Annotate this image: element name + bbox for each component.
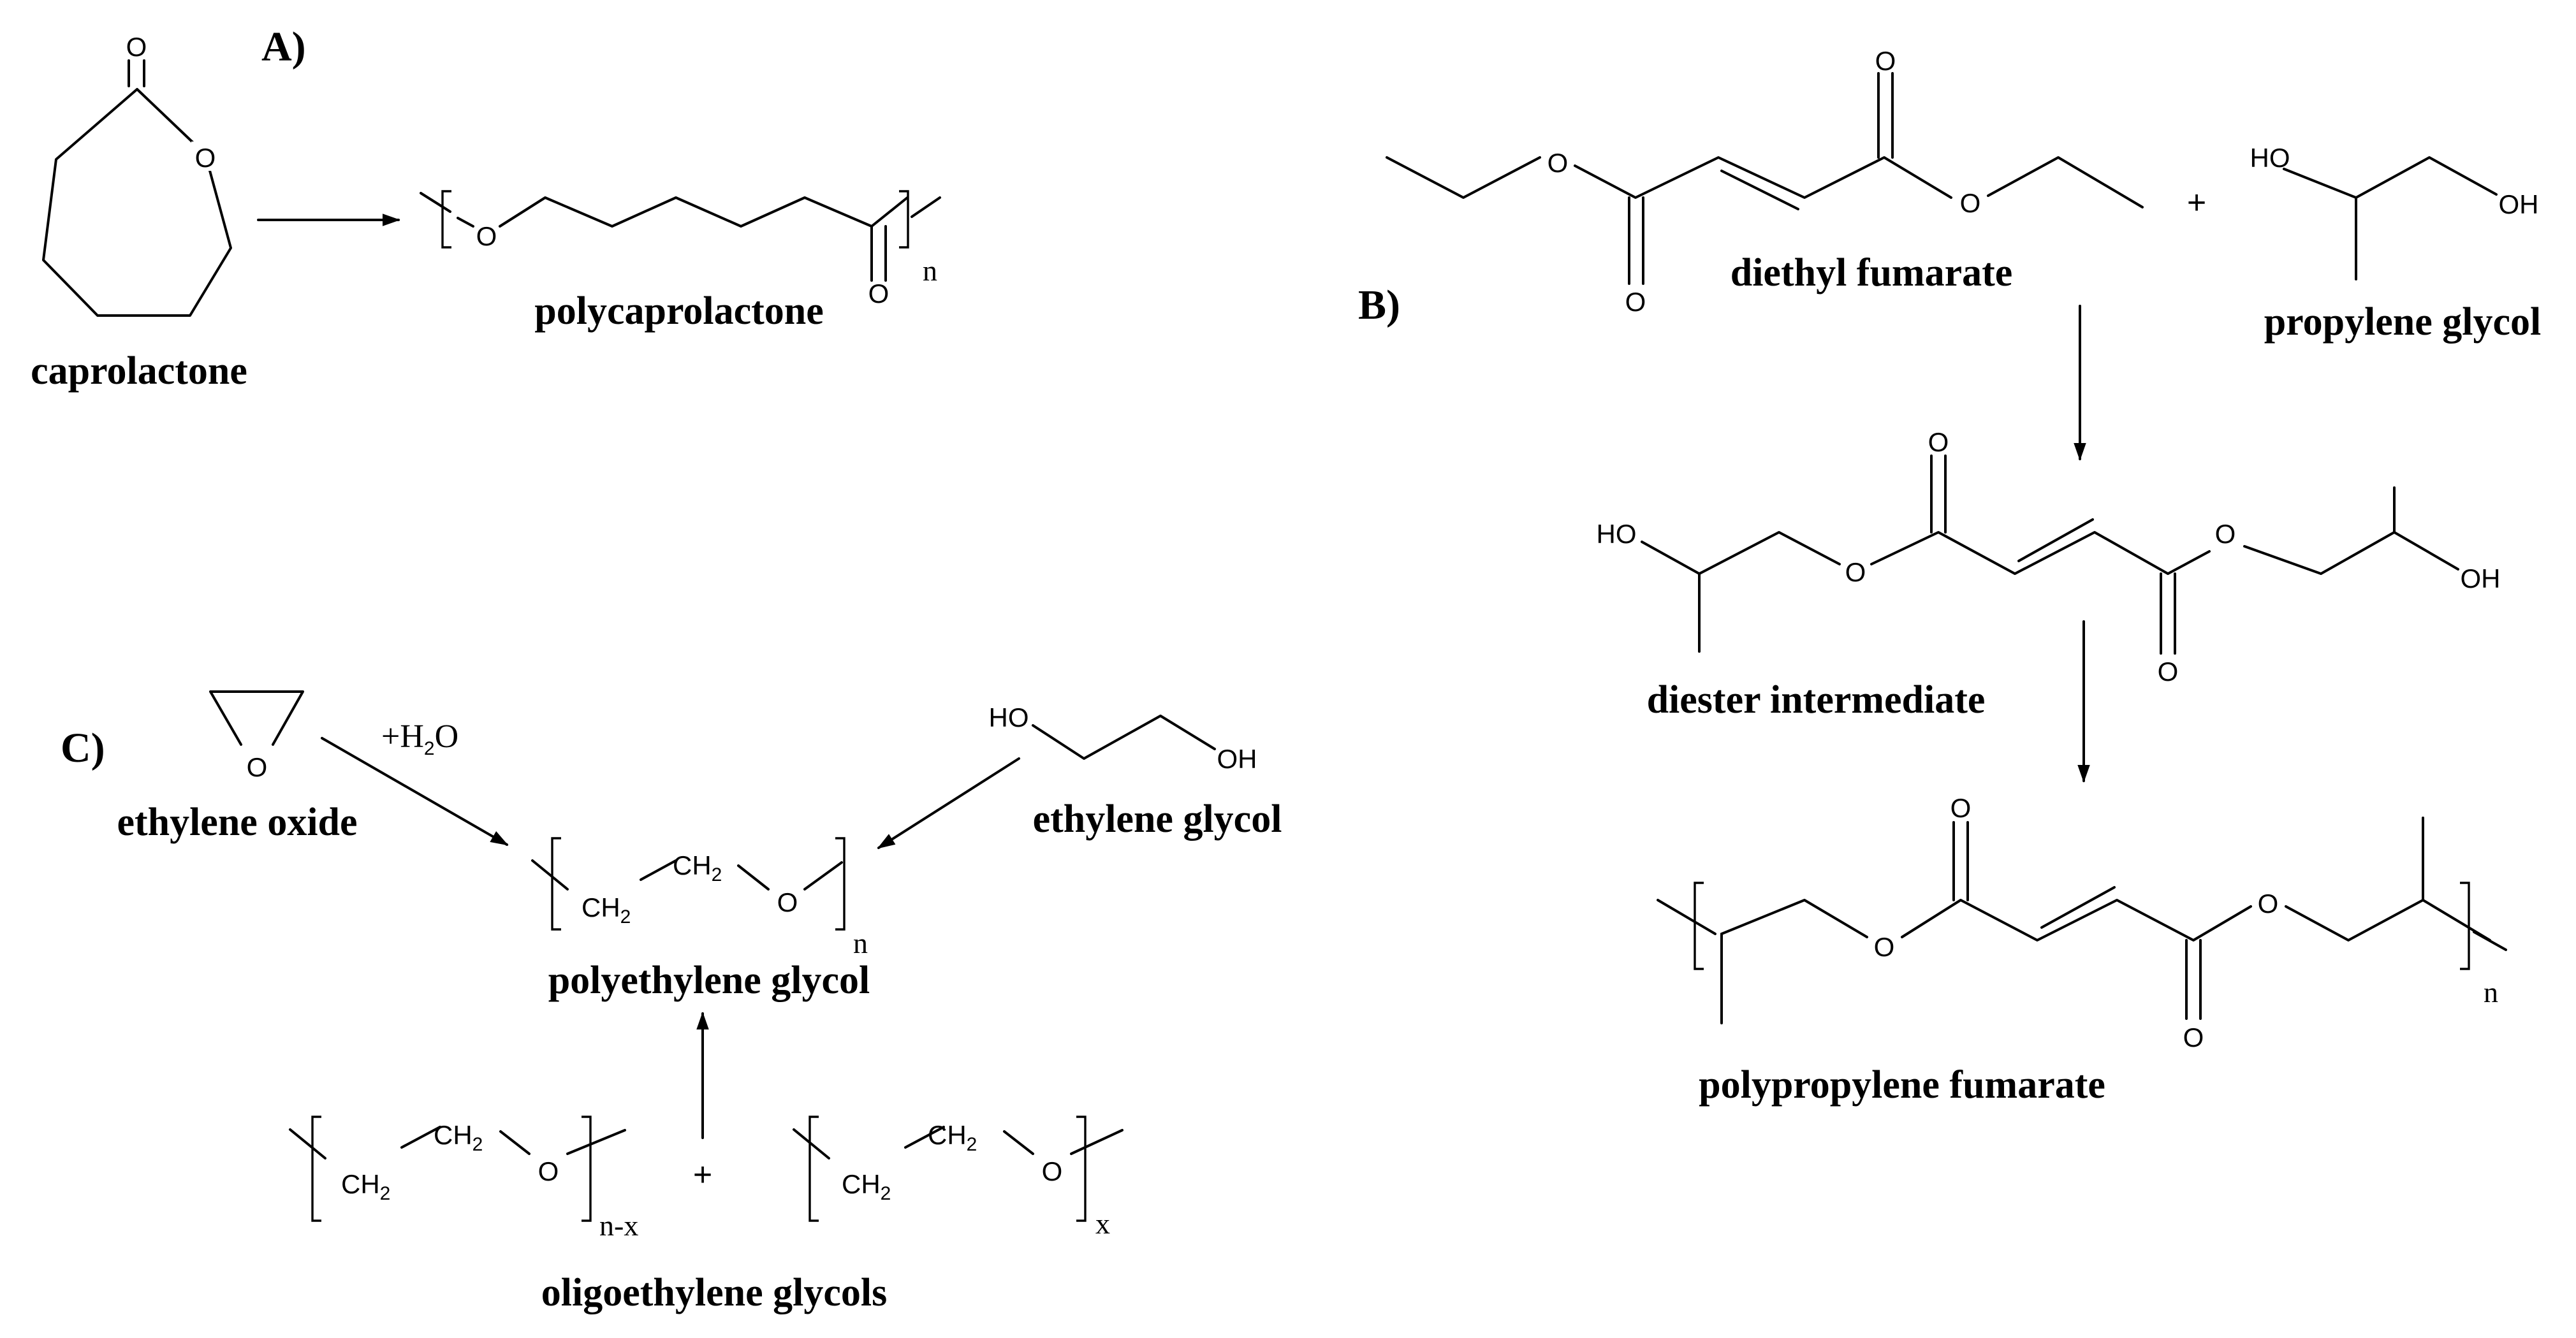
ether-oxygen-atom: O bbox=[1042, 1156, 1063, 1186]
ester-oxygen-atom: O bbox=[1548, 148, 1569, 178]
carbonyl-oxygen-atom: O bbox=[2158, 657, 2179, 687]
carbonyl-oxygen-atom: O bbox=[1928, 427, 1949, 457]
water-reagent: +H2O bbox=[381, 718, 458, 759]
ring-oxygen-atom: O bbox=[195, 143, 216, 173]
ester-oxygen-atom: O bbox=[1845, 557, 1866, 587]
carbonyl-oxygen-atom: O bbox=[868, 279, 889, 309]
polycaprolactone-label: polycaprolactone bbox=[534, 289, 824, 333]
panel-label-b: B) bbox=[1358, 282, 1400, 328]
repeat-index-n-x: n-x bbox=[599, 1209, 638, 1242]
ester-oxygen-atom: O bbox=[2215, 519, 2236, 549]
methylene-group: CH2 bbox=[928, 1120, 977, 1155]
polycaprolactone-structure: O O n bbox=[420, 190, 941, 309]
polyethylene-glycol-label: polyethylene glycol bbox=[548, 959, 870, 1002]
polypropylene-fumarate-label: polypropylene fumarate bbox=[1699, 1063, 2105, 1107]
repeat-index-n: n bbox=[2484, 976, 2498, 1008]
carbonyl-oxygen-atom: O bbox=[1950, 793, 1972, 823]
epoxide-oxygen-atom: O bbox=[247, 752, 268, 782]
caprolactone-structure: O O bbox=[42, 32, 232, 317]
panel-label-c: C) bbox=[61, 725, 105, 771]
methylene-group: CH2 bbox=[434, 1120, 483, 1155]
plus-sign-c: + bbox=[693, 1156, 712, 1193]
hydroxyl-group: OH bbox=[2461, 564, 2501, 593]
diester-intermediate-label: diester intermediate bbox=[1647, 678, 1986, 722]
ethylene-oxide-structure: O bbox=[209, 690, 304, 782]
ether-oxygen-atom: O bbox=[777, 887, 798, 917]
methylene-group: CH2 bbox=[673, 850, 722, 885]
hydroxyl-group: OH bbox=[2499, 189, 2539, 219]
plus-sign-b: + bbox=[2187, 184, 2206, 221]
reaction-arrow-c1 bbox=[321, 737, 509, 846]
methylene-group: CH2 bbox=[341, 1169, 390, 1204]
polyethylene-glycol-structure: CH2 CH2 O n bbox=[531, 837, 868, 959]
carbonyl-oxygen-atom: O bbox=[1875, 46, 1896, 76]
methylene-group: CH2 bbox=[842, 1169, 891, 1204]
hydroxyl-group: HO bbox=[989, 702, 1029, 732]
carbonyl-oxygen-atom: O bbox=[1625, 287, 1646, 317]
oligoethylene-glycol-1-structure: CH2 CH2 O n-x bbox=[289, 1116, 638, 1242]
ester-oxygen-atom: O bbox=[2258, 889, 2279, 919]
ester-oxygen-atom: O bbox=[476, 221, 497, 251]
caprolactone-label: caprolactone bbox=[31, 349, 247, 393]
diethyl-fumarate-structure: O O O O bbox=[1386, 46, 2144, 317]
diester-intermediate-structure: HO O O OH O O bbox=[1597, 427, 2501, 687]
hydroxyl-group: HO bbox=[2250, 143, 2290, 173]
hydroxyl-group: HO bbox=[1597, 519, 1637, 549]
oligoethylene-glycol-2-structure: CH2 CH2 O x bbox=[793, 1116, 1123, 1240]
panel-label-a: A) bbox=[261, 24, 306, 70]
reaction-arrow-c2 bbox=[877, 757, 1020, 849]
ethylene-oxide-label: ethylene oxide bbox=[117, 801, 357, 844]
diethyl-fumarate-label: diethyl fumarate bbox=[1731, 251, 2013, 295]
ester-oxygen-atom: O bbox=[1874, 932, 1895, 962]
oligoethylene-glycols-label: oligoethylene glycols bbox=[541, 1271, 887, 1314]
repeat-index-n: n bbox=[853, 927, 868, 959]
ether-oxygen-atom: O bbox=[538, 1156, 559, 1186]
carbonyl-oxygen-atom: O bbox=[126, 32, 147, 62]
hydroxyl-group: OH bbox=[1217, 744, 1257, 774]
ethylene-glycol-structure: HO OH bbox=[989, 702, 1257, 774]
ethylene-glycol-label: ethylene glycol bbox=[1033, 797, 1282, 841]
repeat-index-x: x bbox=[1095, 1207, 1110, 1240]
propylene-glycol-structure: HO OH bbox=[2250, 143, 2539, 280]
repeat-index-n: n bbox=[923, 254, 937, 287]
carbonyl-oxygen-atom: O bbox=[2183, 1022, 2204, 1052]
ester-oxygen-atom: O bbox=[1960, 188, 1981, 218]
methylene-group: CH2 bbox=[582, 892, 631, 927]
polypropylene-fumarate-structure: O O O O n bbox=[1657, 793, 2507, 1052]
propylene-glycol-label: propylene glycol bbox=[2264, 300, 2542, 344]
